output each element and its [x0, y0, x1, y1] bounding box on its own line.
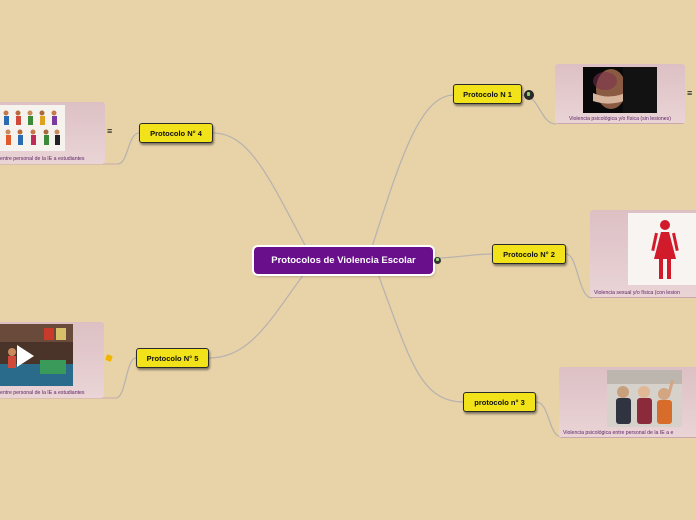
- image-protocolo-2: [628, 213, 696, 285]
- connector-p3-card: [535, 401, 563, 438]
- connector-root-p5: [208, 273, 305, 359]
- topic-protocolo-1[interactable]: Protocolo N 1: [453, 84, 522, 104]
- topic-protocolo-2-label: Protocolo N° 2: [503, 249, 555, 259]
- topic-protocolo-4-label: Protocolo N° 4: [150, 128, 202, 138]
- menu-icon[interactable]: ≡: [687, 88, 693, 98]
- image-protocolo-4: [0, 105, 65, 151]
- connector-p5-card: [115, 357, 137, 399]
- topic-protocolo-4[interactable]: Protocolo N° 4: [139, 123, 213, 143]
- topic-protocolo-1-label: Protocolo N 1: [463, 89, 512, 99]
- topic-protocolo-5-label: Protocolo N° 5: [146, 353, 199, 363]
- card-underline: [559, 437, 696, 438]
- central-topic-label: Protocolos de Violencia Escolar: [271, 255, 416, 266]
- card-protocolo-1[interactable]: Violencia psicológica y/o física (sin le…: [555, 64, 685, 124]
- card-protocolo-5-caption: entre personal de la IE a estudiantes: [0, 390, 85, 396]
- card-protocolo-3[interactable]: Violencia psicológica entre personal de …: [559, 367, 696, 438]
- connector-p4-card: [117, 132, 140, 165]
- topic-protocolo-2[interactable]: Protocolo N° 2: [492, 244, 566, 264]
- menu-icon[interactable]: ≡: [107, 126, 113, 136]
- card-protocolo-2-caption: Violencia sexual y/o física (con lesion: [594, 290, 680, 296]
- connector-p2-card: [565, 253, 593, 299]
- globe-icon[interactable]: [524, 90, 534, 100]
- card-protocolo-3-caption: Violencia psicológica entre personal de …: [563, 430, 674, 436]
- root-globe-icon[interactable]: [434, 257, 441, 264]
- topic-protocolo-3[interactable]: protocolo n° 3: [463, 392, 536, 412]
- connector-root-p2: [432, 253, 494, 259]
- central-topic[interactable]: Protocolos de Violencia Escolar: [254, 247, 433, 274]
- card-protocolo-4-caption: entre personal de la IE a estudiantes: [0, 156, 85, 162]
- card-protocolo-2[interactable]: Violencia sexual y/o física (con lesion: [590, 210, 696, 298]
- image-protocolo-3: [607, 370, 682, 427]
- card-protocolo-4[interactable]: entre personal de la IE a estudiantes: [0, 102, 105, 164]
- card-protocolo-5[interactable]: entre personal de la IE a estudiantes: [0, 322, 104, 398]
- card-underline: [555, 123, 685, 124]
- topic-protocolo-3-label: protocolo n° 3: [474, 397, 525, 407]
- card-underline: [590, 297, 696, 298]
- video-thumbnail-protocolo-5[interactable]: [0, 324, 73, 386]
- card-protocolo-1-caption: Violencia psicológica y/o física (sin le…: [569, 116, 671, 122]
- connector-root-p3: [377, 273, 465, 403]
- connector-root-p4: [212, 132, 307, 248]
- connector-root-p1: [371, 94, 455, 248]
- topic-protocolo-5[interactable]: Protocolo N° 5: [136, 348, 209, 368]
- image-protocolo-1: [583, 67, 657, 113]
